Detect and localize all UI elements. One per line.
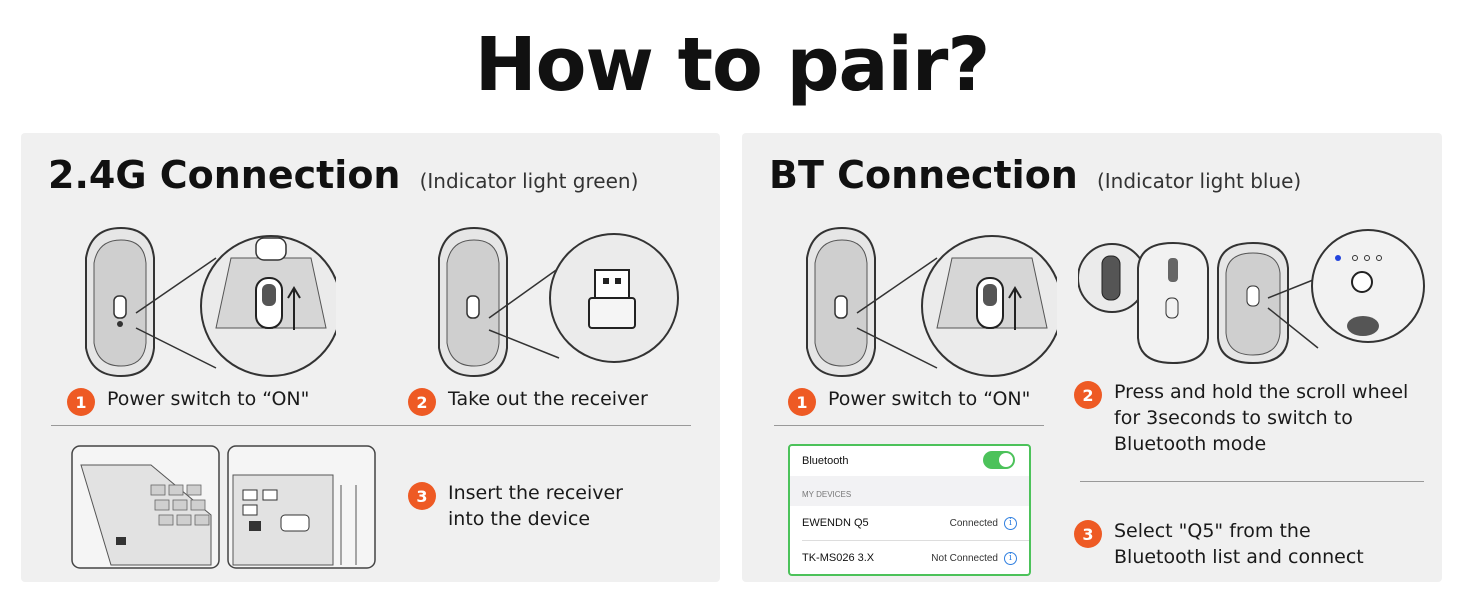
panel-2g-header: 2.4G Connection (Indicator light green): [48, 153, 638, 197]
device-status: Not Connected: [931, 552, 998, 564]
step-text: Power switch to “ON": [828, 388, 1031, 410]
panel-2g-subtitle: (Indicator light green): [419, 169, 639, 193]
list-separator: [802, 540, 1029, 541]
info-icon[interactable]: i: [1004, 551, 1017, 565]
step-badge: 1: [67, 388, 95, 416]
step-text: Insert the receiver into the device: [448, 482, 623, 530]
bluetooth-toggle-row: Bluetooth: [790, 446, 1029, 476]
bluetooth-device-row[interactable]: TK-MS026 3.X Not Connected i: [790, 541, 1029, 574]
device-status: Connected: [949, 517, 998, 529]
bluetooth-toggle[interactable]: [983, 451, 1015, 469]
step-badge: 1: [788, 388, 816, 416]
bluetooth-label: Bluetooth: [802, 455, 849, 467]
laptop-port-icon: [71, 445, 376, 569]
step-badge: 3: [408, 482, 436, 510]
step-badge: 3: [1074, 520, 1102, 548]
mouse-bottom-icon: [85, 226, 336, 378]
divider: [51, 425, 691, 426]
device-name: TK-MS026 3.X: [802, 552, 875, 564]
panel-bt-title: BT Connection: [769, 153, 1078, 197]
device-name: EWENDN Q5: [802, 517, 869, 529]
panel-bt-connection: BT Connection (Indicator light blue): [742, 133, 1442, 582]
panel-2g-title: 2.4G Connection: [48, 153, 401, 197]
step-bt-2: 2 Press and hold the scroll wheel for 3s…: [1074, 379, 1408, 457]
panel-2g-connection: 2.4G Connection (Indicator light green) …: [21, 133, 720, 582]
bluetooth-device-row[interactable]: EWENDN Q5 Connected i: [790, 506, 1029, 540]
page-title: How to pair?: [474, 22, 991, 108]
scroll-wheel-icon: [1078, 229, 1425, 365]
step-bt-1: 1 Power switch to “ON": [788, 386, 1030, 416]
info-icon[interactable]: i: [1004, 516, 1017, 530]
step-text: Press and hold the scroll wheel for 3sec…: [1114, 381, 1409, 455]
indicator-led-icon: [1335, 255, 1341, 261]
divider: [774, 425, 1044, 426]
panel-bt-header: BT Connection (Indicator light blue): [769, 153, 1301, 197]
bluetooth-section-header: MY DEVICES: [790, 476, 1029, 506]
step-text: Select "Q5" from the Bluetooth list and …: [1114, 520, 1364, 568]
step-2g-1: 1 Power switch to “ON": [67, 386, 309, 416]
step-badge: 2: [1074, 381, 1102, 409]
power-switch-icon: [806, 226, 1057, 378]
step-2g-3: 3 Insert the receiver into the device: [408, 480, 623, 532]
step-text: Power switch to “ON": [107, 388, 310, 410]
step-badge: 2: [408, 388, 436, 416]
panel-bt-subtitle: (Indicator light blue): [1096, 169, 1302, 193]
divider: [1080, 481, 1424, 482]
step-2g-2: 2 Take out the receiver: [408, 386, 648, 416]
step-text: Take out the receiver: [448, 388, 648, 410]
step-bt-3: 3 Select "Q5" from the Bluetooth list an…: [1074, 518, 1364, 570]
bluetooth-list: Bluetooth MY DEVICES EWENDN Q5 Connected…: [788, 444, 1031, 576]
usb-receiver-icon: [438, 226, 679, 378]
